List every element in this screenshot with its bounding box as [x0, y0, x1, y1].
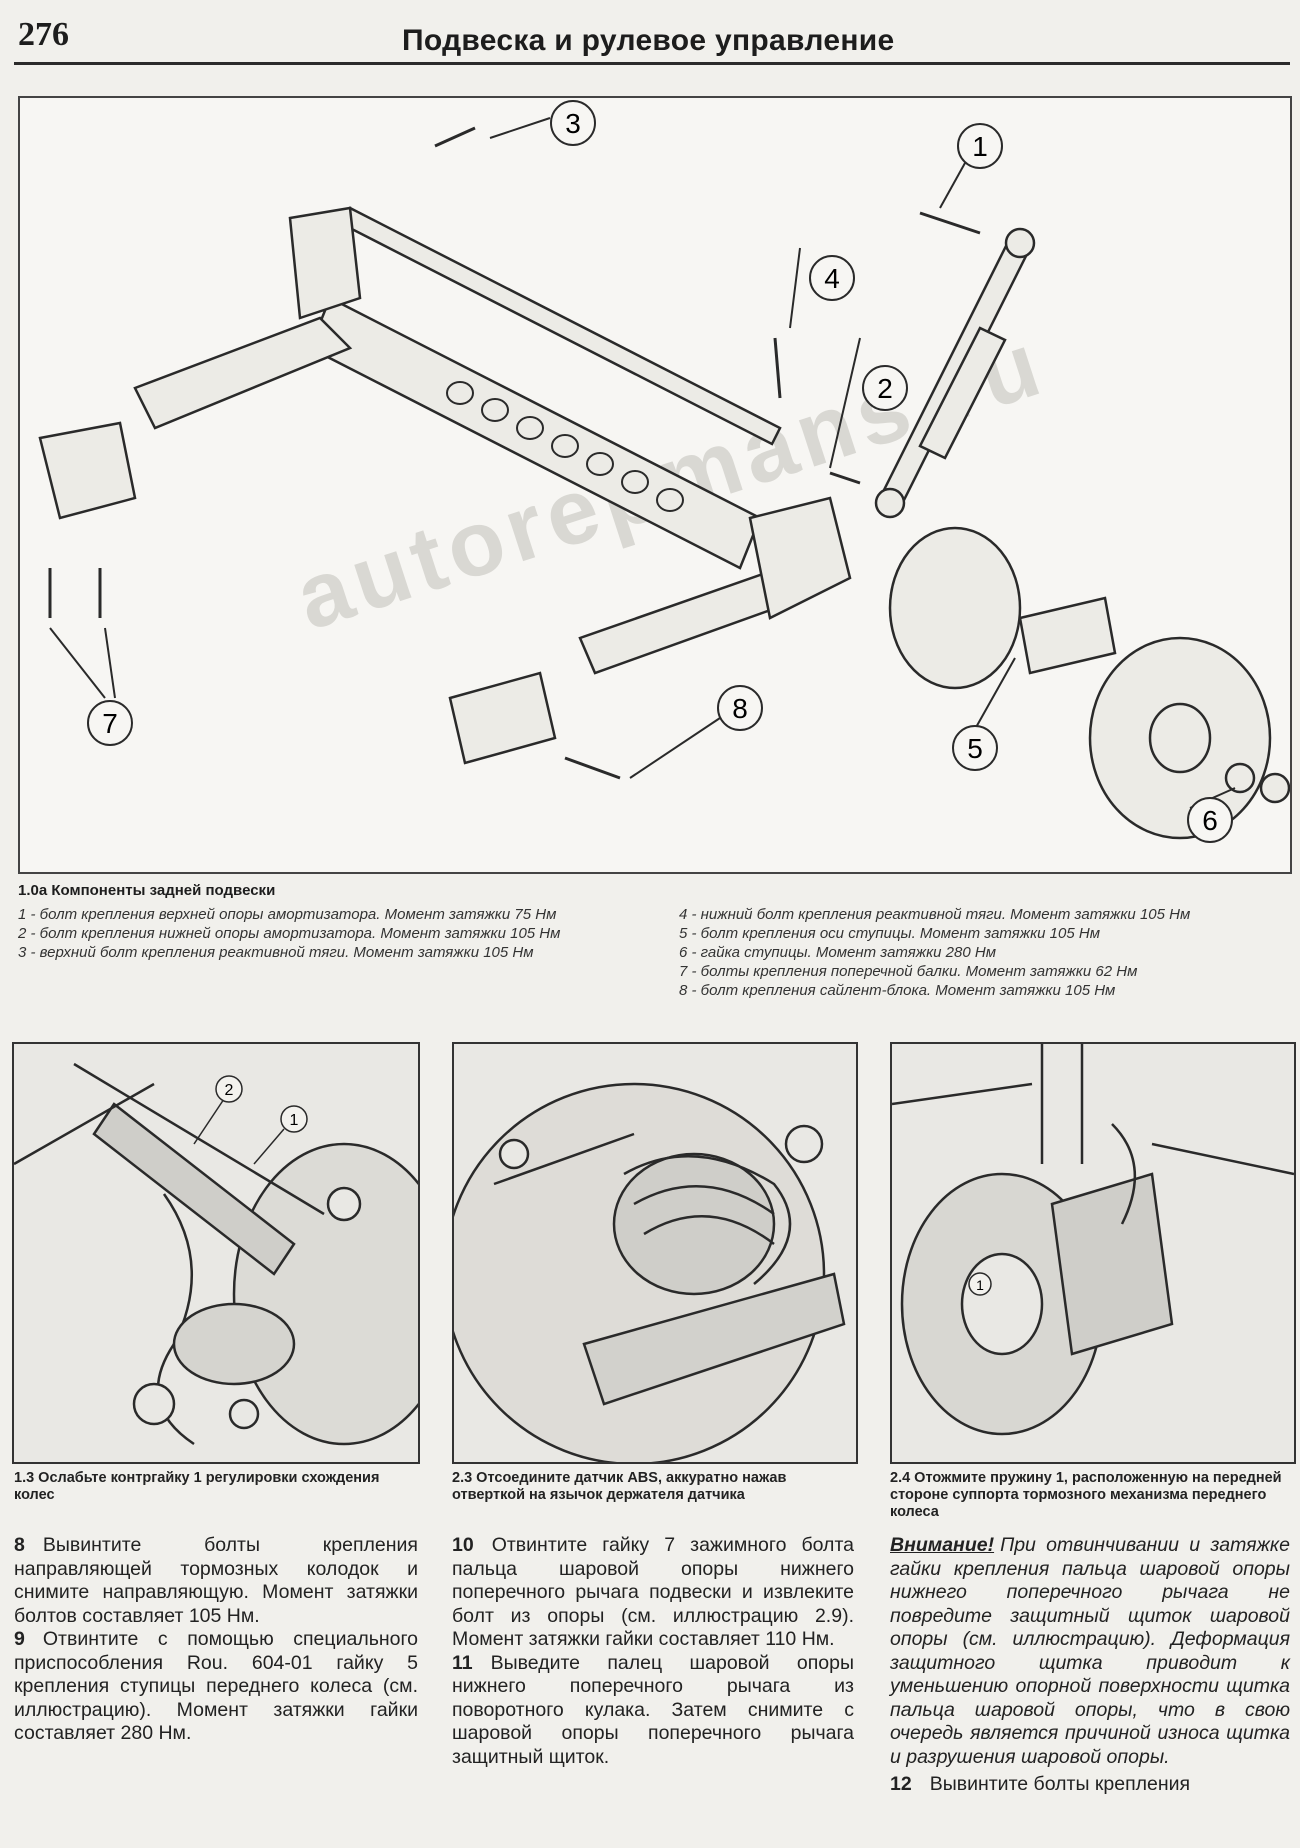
legend-item: 5 - болт крепления оси ступицы. Момент з…: [679, 925, 1100, 942]
axle-beam: [133, 206, 852, 675]
svg-text:4: 4: [824, 263, 840, 294]
warning-body: При отвинчивании и затяжке гайки креплен…: [890, 1534, 1290, 1768]
step-number: 12: [890, 1773, 912, 1795]
page-number: 276: [18, 16, 69, 53]
legend-item: 8 - болт крепления сайлент-блока. Момент…: [679, 982, 1116, 999]
legend-item: 2 - болт крепления нижней опоры амортиза…: [18, 925, 561, 942]
tie-rod-illustration: 2 1: [14, 1062, 418, 1446]
svg-text:2: 2: [877, 373, 893, 404]
photo-abs-sensor: [452, 1042, 858, 1464]
callout-2: 2: [862, 365, 908, 411]
mounting-brackets: [38, 421, 557, 765]
legend-item: 1 - болт крепления верхней опоры амортиз…: [18, 906, 557, 923]
callout-3: 3: [550, 100, 596, 146]
svg-text:3: 3: [565, 108, 581, 139]
rear-suspension-diagram: autorepmans.ru: [18, 96, 1292, 874]
svg-text:8: 8: [732, 693, 748, 724]
legend-left-column: 1 - болт крепления верхней опоры амортиз…: [18, 905, 627, 1000]
step-body: Вывинтите болты крепления: [929, 1773, 1191, 1795]
warning-note: Внимание!При отвинчивании и затяжке гайк…: [890, 1534, 1290, 1769]
callout-8: 8: [717, 685, 763, 731]
beam-holes: [446, 381, 684, 512]
svg-text:2: 2: [225, 1082, 234, 1099]
chapter-title: Подвеска и рулевое управление: [402, 24, 895, 57]
photo-caption-2-3: 2.3 Отсоедините датчик ABS, аккуратно на…: [452, 1470, 787, 1503]
warning-label: Внимание!: [890, 1534, 995, 1556]
page-header: 276 Подвеска и рулевое управление: [14, 10, 1290, 65]
legend-item: 7 - болты крепления поперечной балки. Мо…: [679, 963, 1138, 980]
brake-caliper-illustration: 1: [892, 1044, 1294, 1436]
figure-caption-title: 1.0a Компоненты задней подвески: [18, 882, 276, 899]
callout-7: 7: [87, 700, 133, 746]
brake-disc: [888, 526, 1290, 840]
svg-text:5: 5: [967, 733, 983, 764]
svg-text:1: 1: [976, 1277, 984, 1293]
legend-item: 6 - гайка ступицы. Момент затяжки 280 Нм: [679, 944, 996, 961]
svg-text:6: 6: [1202, 805, 1218, 836]
callout-5: 5: [952, 725, 998, 771]
photo-caption-2-4: 2.4 Отожмите пружину 1, расположенную на…: [890, 1470, 1282, 1520]
callout-1: 1: [957, 123, 1003, 169]
step-number: 11: [452, 1651, 473, 1674]
step-body: Вывинтите болты крепления направляющей т…: [14, 1534, 418, 1627]
legend-item: 4 - нижний болт крепления реактивной тяг…: [679, 906, 1191, 923]
step-body: Отвинтите с помощью специального приспос…: [14, 1628, 418, 1744]
figure-legend: 1 - болт крепления верхней опоры амортиз…: [18, 905, 1288, 1000]
photo3-callout-1: 1: [968, 1272, 992, 1296]
legend-right-column: 4 - нижний болт крепления реактивной тяг…: [679, 905, 1288, 1000]
abs-sensor-illustration: [454, 1082, 846, 1462]
photo-tie-rod: 2 1: [12, 1042, 420, 1464]
callout-4: 4: [809, 255, 855, 301]
bolts: [48, 126, 981, 780]
svg-text:7: 7: [102, 708, 118, 739]
step-number: 10: [452, 1534, 474, 1556]
figure-caption: 1.0a Компоненты задней подвески 1 - болт…: [18, 882, 1288, 1000]
step-number: 8: [14, 1534, 25, 1556]
svg-text:1: 1: [290, 1112, 299, 1129]
step-body: Отвинтите гайку 7 зажимного болта пальца…: [452, 1534, 854, 1650]
callout-6: 6: [1187, 797, 1233, 843]
shock-absorber: [874, 227, 1036, 519]
legend-item: 3 - верхний болт крепления реактивной тя…: [18, 944, 534, 961]
rear-suspension-drawing: autorepmans.ru: [38, 100, 1290, 843]
photo1-leaders: [193, 1098, 285, 1165]
photo-caption-1-3: 1.3 Ослабьте контргайку 1 регулировки сх…: [14, 1470, 380, 1503]
photo-brake-caliper: 1: [890, 1042, 1296, 1464]
step-number: 9: [14, 1628, 25, 1650]
photo1-callout-2: 2: [215, 1075, 243, 1103]
photo1-callout-1: 1: [280, 1105, 308, 1133]
svg-text:1: 1: [972, 131, 988, 162]
text-column-3: Внимание!При отвинчивании и затяжке гайк…: [890, 1534, 1290, 1797]
step-12: 12 Вывинтите болты крепления: [890, 1773, 1290, 1797]
step-body: Выведите палец шаровой опоры нижнего поп…: [452, 1651, 854, 1768]
